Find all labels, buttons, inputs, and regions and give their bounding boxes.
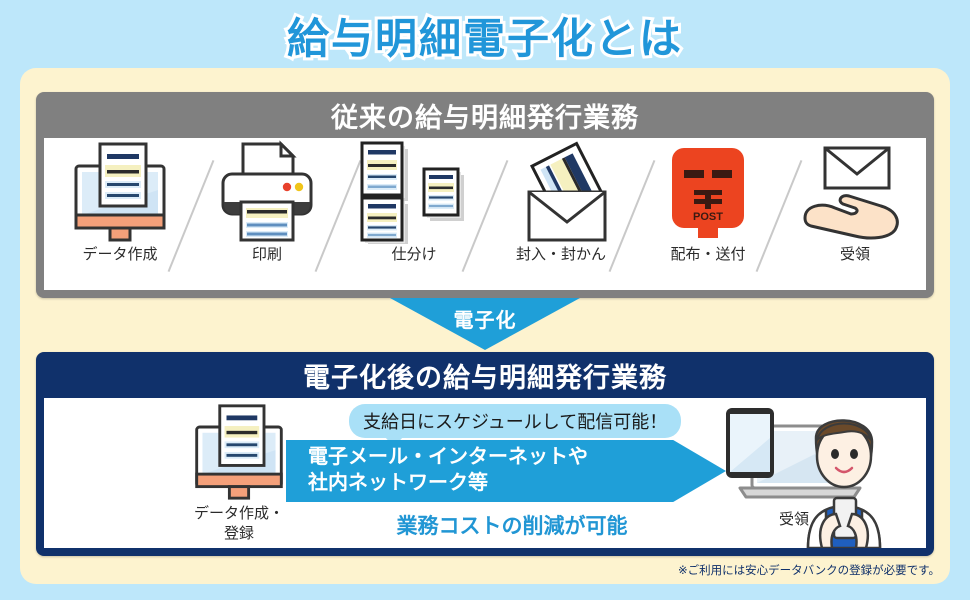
- digital-workflow-body: データ作成・ 登録 支給日にスケジュールして配信可能！ 電子メール・インターネッ…: [44, 398, 926, 548]
- legacy-step-sorting: 仕分け: [344, 138, 484, 290]
- legacy-step-list: データ作成: [44, 138, 926, 290]
- post-box-text: POST: [693, 211, 723, 223]
- printer-icon: [197, 138, 337, 246]
- legacy-step-label: 配布・送付: [670, 246, 746, 263]
- desktop-monitor-document-icon: [50, 138, 190, 246]
- legacy-workflow-card: 従来の給与明細発行業務: [36, 92, 934, 298]
- digital-source-step: データ作成・ 登録: [149, 402, 329, 548]
- devices-and-person-illustration: [726, 408, 882, 548]
- hand-receiving-envelope-icon: [785, 138, 925, 246]
- legacy-step-label: 受領: [839, 246, 870, 263]
- document-stacks-icon: [344, 138, 484, 246]
- legacy-step-label: データ作成: [82, 246, 158, 263]
- footnote: ※ご利用には安心データバンクの登録が必要です。: [677, 565, 940, 577]
- digital-source-label-line2: 登録: [223, 524, 254, 542]
- cost-reduction-text: 業務コストの削減が可能: [396, 515, 628, 538]
- delivery-channel-line2: 社内ネットワーク等: [308, 472, 488, 494]
- digital-workflow-header: 電子化後の給与明細発行業務: [303, 362, 667, 393]
- delivery-channel-arrow: 電子メール・インターネットや 社内ネットワーク等: [286, 440, 726, 502]
- legacy-step-distribution: POST 配布・送付: [638, 138, 778, 290]
- legacy-step-receipt: 受領: [785, 138, 925, 290]
- legacy-step-label: 封入・封かん: [515, 246, 606, 263]
- digital-source-label-line1: データ作成・: [193, 505, 284, 522]
- schedule-callout-bubble: 支給日にスケジュールして配信可能！: [349, 404, 682, 447]
- post-box-icon: POST: [638, 138, 778, 246]
- legacy-step-printing: 印刷: [197, 138, 337, 290]
- legacy-step-enveloping: 封入・封かん: [491, 138, 631, 290]
- legacy-workflow-body: データ作成: [44, 138, 926, 290]
- legacy-step-label: 印刷: [251, 246, 282, 263]
- page-title: 給与明細電子化とは: [284, 12, 684, 65]
- digital-receive-step: 受領: [704, 398, 924, 548]
- delivery-channel-line1: 電子メール・インターネットや: [308, 446, 588, 469]
- digital-receive-label: 受領: [778, 511, 809, 528]
- tablet-icon: [726, 408, 774, 478]
- person-with-smartphone-illustration: [806, 419, 882, 548]
- desktop-monitor-document-icon: [187, 402, 291, 502]
- envelope-with-document-icon: [491, 138, 631, 246]
- page-title-container: 給与明細電子化とは: [0, 4, 970, 66]
- legacy-workflow-header: 従来の給与明細発行業務: [331, 102, 639, 133]
- legacy-step-label: 仕分け: [391, 246, 437, 263]
- legacy-step-data-creation: データ作成: [50, 138, 190, 290]
- digital-workflow-card: 電子化後の給与明細発行業務: [36, 352, 934, 556]
- transition-label: 電子化: [453, 310, 517, 332]
- digital-source-label: データ作成・ 登録: [194, 504, 284, 543]
